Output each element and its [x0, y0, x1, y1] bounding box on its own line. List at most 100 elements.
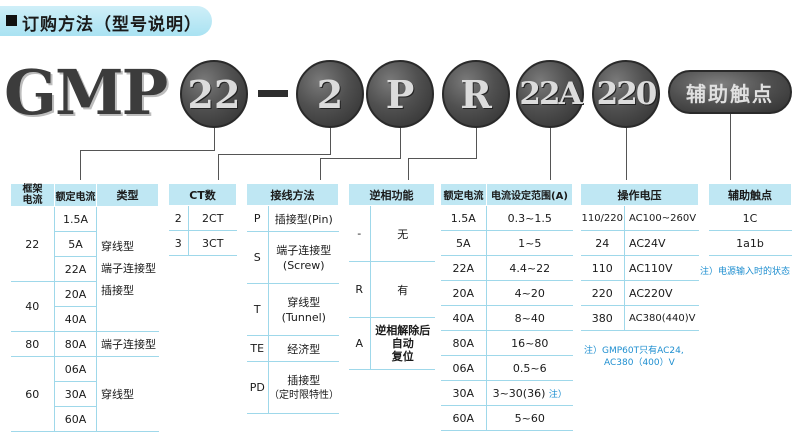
current-range: 16~80 — [486, 330, 573, 356]
model-prefix: GMP — [4, 56, 168, 129]
rated-current: 1.5A — [440, 205, 487, 231]
code-disc-reverse: R — [442, 60, 510, 128]
rating-cell: 80A — [54, 331, 97, 357]
rating-cell: 40A — [54, 306, 97, 332]
rating-cell: 60A — [54, 406, 97, 432]
rated-current: 30A — [440, 380, 487, 406]
type-tunnel-60: 穿线型 — [96, 356, 159, 432]
current-range: 5~60 — [486, 405, 573, 431]
bullet-square-icon — [6, 15, 17, 26]
rated-current: 40A — [440, 305, 487, 331]
wiring-header: 接线方法 — [246, 183, 339, 206]
ct-label: 3CT — [188, 230, 237, 256]
current-range: 0.5~6 — [486, 355, 573, 381]
wiring-code: P — [246, 205, 269, 232]
rating-cell: 20A — [54, 281, 97, 307]
rated-current: 20A — [440, 280, 487, 306]
rated-header: 额定电流 — [54, 183, 97, 207]
wiring-desc: 穿线型 (Tunnel) — [268, 283, 339, 336]
rating-cell: 06A — [54, 356, 97, 382]
aux-value: 1C — [708, 205, 792, 231]
type-pin: 插接型 — [101, 284, 134, 297]
range-header: 电流设定范围(A) — [486, 183, 573, 206]
voltage-value: AC100~260V — [624, 205, 699, 231]
current-range: 3~30(36) — [492, 386, 546, 400]
ct-table: CT数 2 2CT 3 3CT — [167, 183, 238, 256]
section-banner: 订购方法（型号说明） — [0, 6, 212, 36]
reverse-desc: 逆相解除后 自动 复位 — [370, 317, 435, 370]
wiring-code: S — [246, 231, 269, 284]
voltage-header: 操作电压 — [580, 183, 699, 206]
rated-current: 80A — [440, 330, 487, 356]
voltage-code: 110 — [580, 255, 625, 281]
current-range: 8~40 — [486, 305, 573, 331]
frame-60: 60 — [10, 356, 55, 432]
wiring-desc: 端子连接型 (Screw) — [268, 231, 339, 284]
wiring-line: (Tunnel) — [281, 310, 326, 324]
wiring-code: TE — [246, 335, 269, 362]
wiring-desc: 插接型(Pin) — [268, 205, 339, 232]
rating-cell: 22A — [54, 256, 97, 282]
wiring-line: 端子连接型 — [276, 243, 332, 257]
voltage-value: AC220V — [624, 280, 699, 306]
aux-note: 注）电源输入时的状态 — [700, 267, 791, 277]
code-disc-ct: 2 — [296, 60, 364, 128]
voltage-value: AC24V — [624, 230, 699, 256]
current-range: 4~20 — [486, 280, 573, 306]
rated-current-header: 额定电流 — [440, 183, 487, 206]
reverse-desc: 无 — [370, 205, 435, 262]
voltage-code: 380 — [580, 305, 625, 331]
reverse-header: 逆相功能 — [348, 183, 435, 206]
wiring-line: （定时限特性） — [269, 389, 339, 401]
voltage-note-line: 注）GMP60T只有AC24, — [584, 346, 684, 356]
frame-header: 框架 电流 — [10, 183, 55, 207]
frame-current-table: 框架 电流 额定电流 类型 22 1.5A 穿线型 端子连接型 插接型 5A 2… — [10, 183, 159, 432]
current-range-with-note: 3~30(36) 注） — [486, 380, 573, 406]
range-note-mark: 注） — [548, 389, 567, 400]
aux-header: 辅助触点 — [708, 183, 792, 206]
type-tunnel: 穿线型 — [101, 240, 134, 253]
wiring-line: 插接型 — [287, 373, 321, 387]
reverse-line: 自动 — [391, 337, 414, 350]
current-range: 1~5 — [486, 230, 573, 256]
type-list: 穿线型 端子连接型 插接型 — [96, 206, 159, 332]
rating-cell: 5A — [54, 231, 97, 257]
reverse-code: R — [348, 261, 371, 318]
reverse-code: - — [348, 205, 371, 262]
ct-header: CT数 — [167, 183, 238, 206]
wiring-line: 穿线型 — [287, 295, 321, 309]
reverse-line: 无 — [397, 227, 409, 241]
ct-label: 2CT — [188, 205, 237, 231]
code-disc-frame: 22 — [180, 60, 248, 128]
code-disc-current: 22A — [516, 60, 584, 128]
aux-value: 1a1b — [708, 230, 792, 256]
voltage-code: 220 — [580, 280, 625, 306]
wiring-desc: 经济型 — [268, 335, 339, 362]
reverse-line: 复位 — [391, 350, 414, 363]
frame-40: 40 — [10, 281, 55, 332]
current-range: 0.3~1.5 — [486, 205, 573, 231]
wiring-table: 接线方法 P 插接型(Pin) S 端子连接型 (Screw) T 穿线型 (T… — [246, 183, 339, 414]
wiring-desc: 插接型 （定时限特性） — [268, 361, 339, 414]
voltage-value: AC110V — [624, 255, 699, 281]
voltage-note: 注）GMP60T只有AC24, AC380（400）V — [584, 345, 684, 369]
type-screw: 端子连接型 — [101, 262, 156, 275]
aux-contact-table: 辅助触点 1C 1a1b — [708, 183, 792, 256]
code-disc-wiring: P — [366, 60, 434, 128]
frame-22: 22 — [10, 206, 55, 282]
wiring-code: PD — [246, 361, 269, 414]
rated-current: 06A — [440, 355, 487, 381]
wiring-code: T — [246, 283, 269, 336]
voltage-note-line: AC380（400）V — [604, 358, 675, 368]
rated-current: 60A — [440, 405, 487, 431]
code-dash — [258, 90, 288, 97]
rating-cell: 1.5A — [54, 206, 97, 232]
wiring-line: 经济型 — [287, 342, 321, 356]
rated-current: 22A — [440, 255, 487, 281]
wiring-line: 插接型(Pin) — [274, 212, 333, 226]
code-pill-aux-contact: 辅助触点 — [668, 70, 792, 114]
ct-code: 2 — [168, 205, 189, 231]
voltage-code: 110/220 — [580, 205, 625, 231]
current-range: 4.4~22 — [486, 255, 573, 281]
